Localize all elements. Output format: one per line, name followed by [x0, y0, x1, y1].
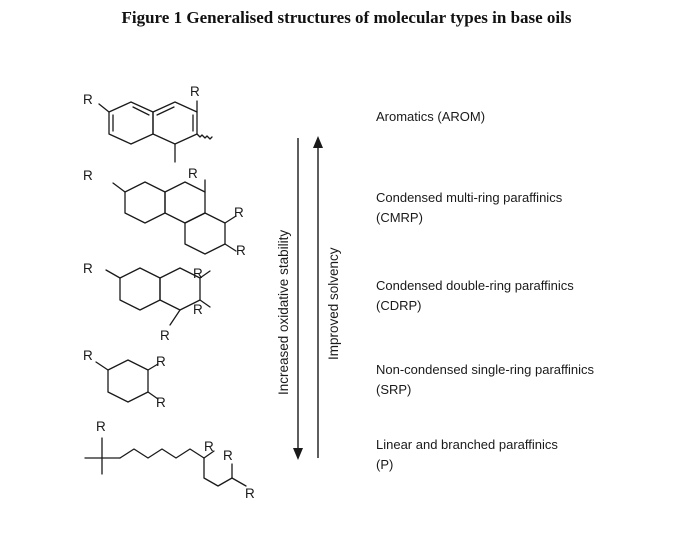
- solvency-label: Improved solvency: [326, 247, 341, 360]
- r-group: R: [83, 168, 93, 183]
- r-group: R: [156, 354, 166, 369]
- r-group: R: [236, 243, 246, 258]
- r-group: R: [83, 261, 93, 276]
- r-group: R: [96, 419, 106, 434]
- r-group: R: [83, 92, 93, 107]
- r-group: R: [190, 84, 200, 99]
- structure-aromatic: R R: [83, 84, 213, 163]
- r-group: R: [156, 395, 166, 410]
- structure-multi-ring: R R R R: [83, 166, 246, 258]
- r-group: R: [193, 302, 203, 317]
- category-srp-line1: Non-condensed single-ring paraffinics: [376, 362, 594, 377]
- r-group: R: [83, 348, 93, 363]
- category-cdrp-line1: Condensed double-ring paraffinics: [376, 278, 574, 293]
- solvency-arrow: [313, 136, 323, 458]
- r-group: R: [188, 166, 198, 181]
- r-group: R: [160, 328, 170, 343]
- figure-title: Figure 1 Generalised structures of molec…: [121, 8, 572, 27]
- oxidative-stability-arrow: [293, 138, 303, 460]
- r-group: R: [223, 448, 233, 463]
- r-group: R: [234, 205, 244, 220]
- category-arom: Aromatics (AROM): [376, 109, 485, 124]
- category-cmrp-line1: Condensed multi-ring paraffinics: [376, 190, 563, 205]
- r-group: R: [204, 439, 214, 454]
- category-cdrp-line2: (CDRP): [376, 298, 422, 313]
- category-labels: Aromatics (AROM) Condensed multi-ring pa…: [376, 109, 594, 472]
- category-srp-line2: (SRP): [376, 382, 411, 397]
- oxidative-stability-label: Increased oxidative stability: [276, 230, 291, 395]
- category-cmrp-line2: (CMRP): [376, 210, 423, 225]
- structure-double-ring: R R R R: [83, 261, 211, 343]
- category-p-line1: Linear and branched paraffinics: [376, 437, 558, 452]
- r-group: R: [245, 486, 255, 501]
- category-p-line2: (P): [376, 457, 393, 472]
- structure-single-ring: R R R: [83, 348, 166, 410]
- r-group: R: [193, 266, 203, 281]
- structure-paraffin: R R R R: [84, 419, 255, 501]
